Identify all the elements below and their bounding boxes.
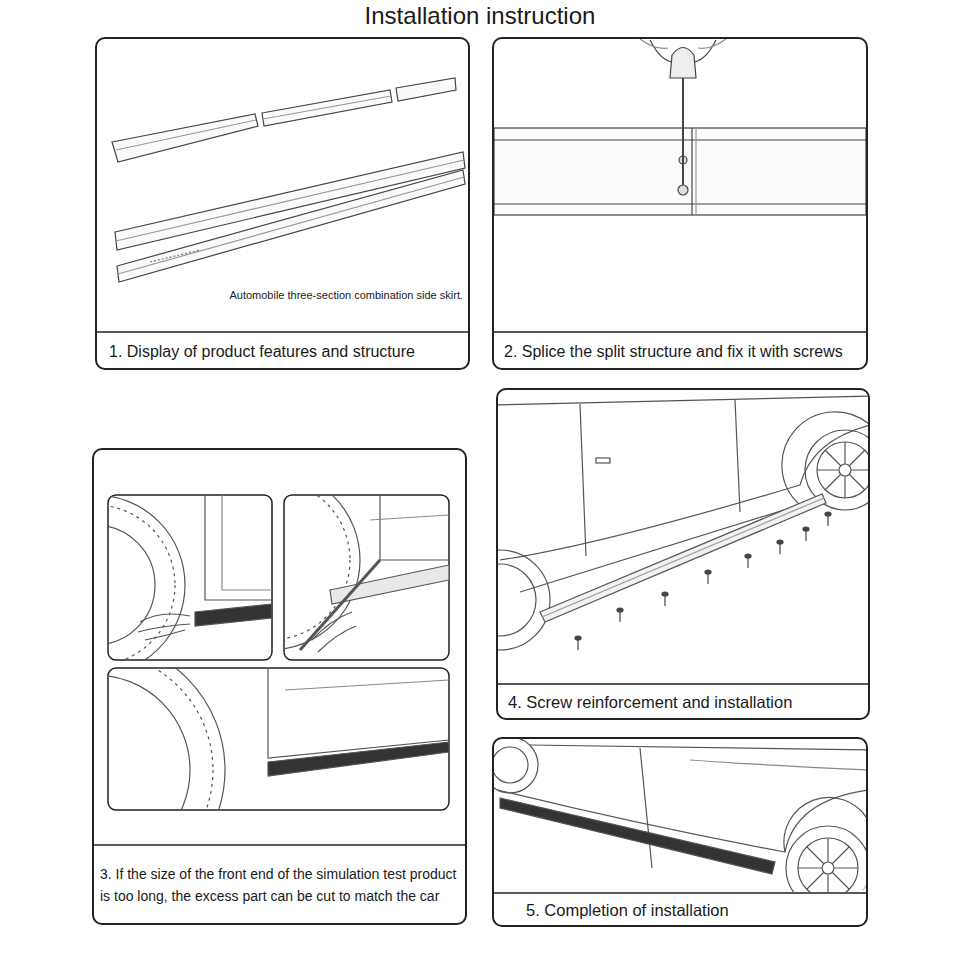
part-label: Automobile three-section combination sid…	[197, 285, 463, 305]
cutting-detail	[284, 495, 449, 652]
caption-divider	[94, 332, 868, 893]
car-finished-view	[494, 739, 866, 892]
step-panel: Automobile three-section combination sid…	[95, 37, 470, 370]
step-caption: 2. Splice the split structure and fix it…	[504, 337, 860, 367]
tire-detail	[108, 495, 272, 660]
step-caption: 4. Screw reinforcement and installation	[508, 687, 864, 717]
screw	[575, 512, 831, 650]
skirt-pieces	[112, 78, 465, 282]
step-panel: 2. Splice the split structure and fix it…	[492, 37, 868, 370]
fitted-detail	[108, 668, 449, 810]
step-panel: 4. Screw reinforcement and installation	[496, 388, 870, 720]
car-side-view	[498, 396, 868, 650]
step-caption: 1. Display of product features and struc…	[109, 337, 459, 367]
step-caption: 3. If the size of the front end of the s…	[100, 849, 462, 921]
detail-frame	[108, 495, 449, 810]
step-panel: 3. If the size of the front end of the s…	[92, 448, 467, 925]
splice-illustration	[494, 39, 866, 215]
step-caption: 5. Completion of installation	[526, 896, 856, 924]
step-panel: 5. Completion of installation	[492, 737, 868, 927]
page-title: Installation instruction	[0, 0, 960, 32]
